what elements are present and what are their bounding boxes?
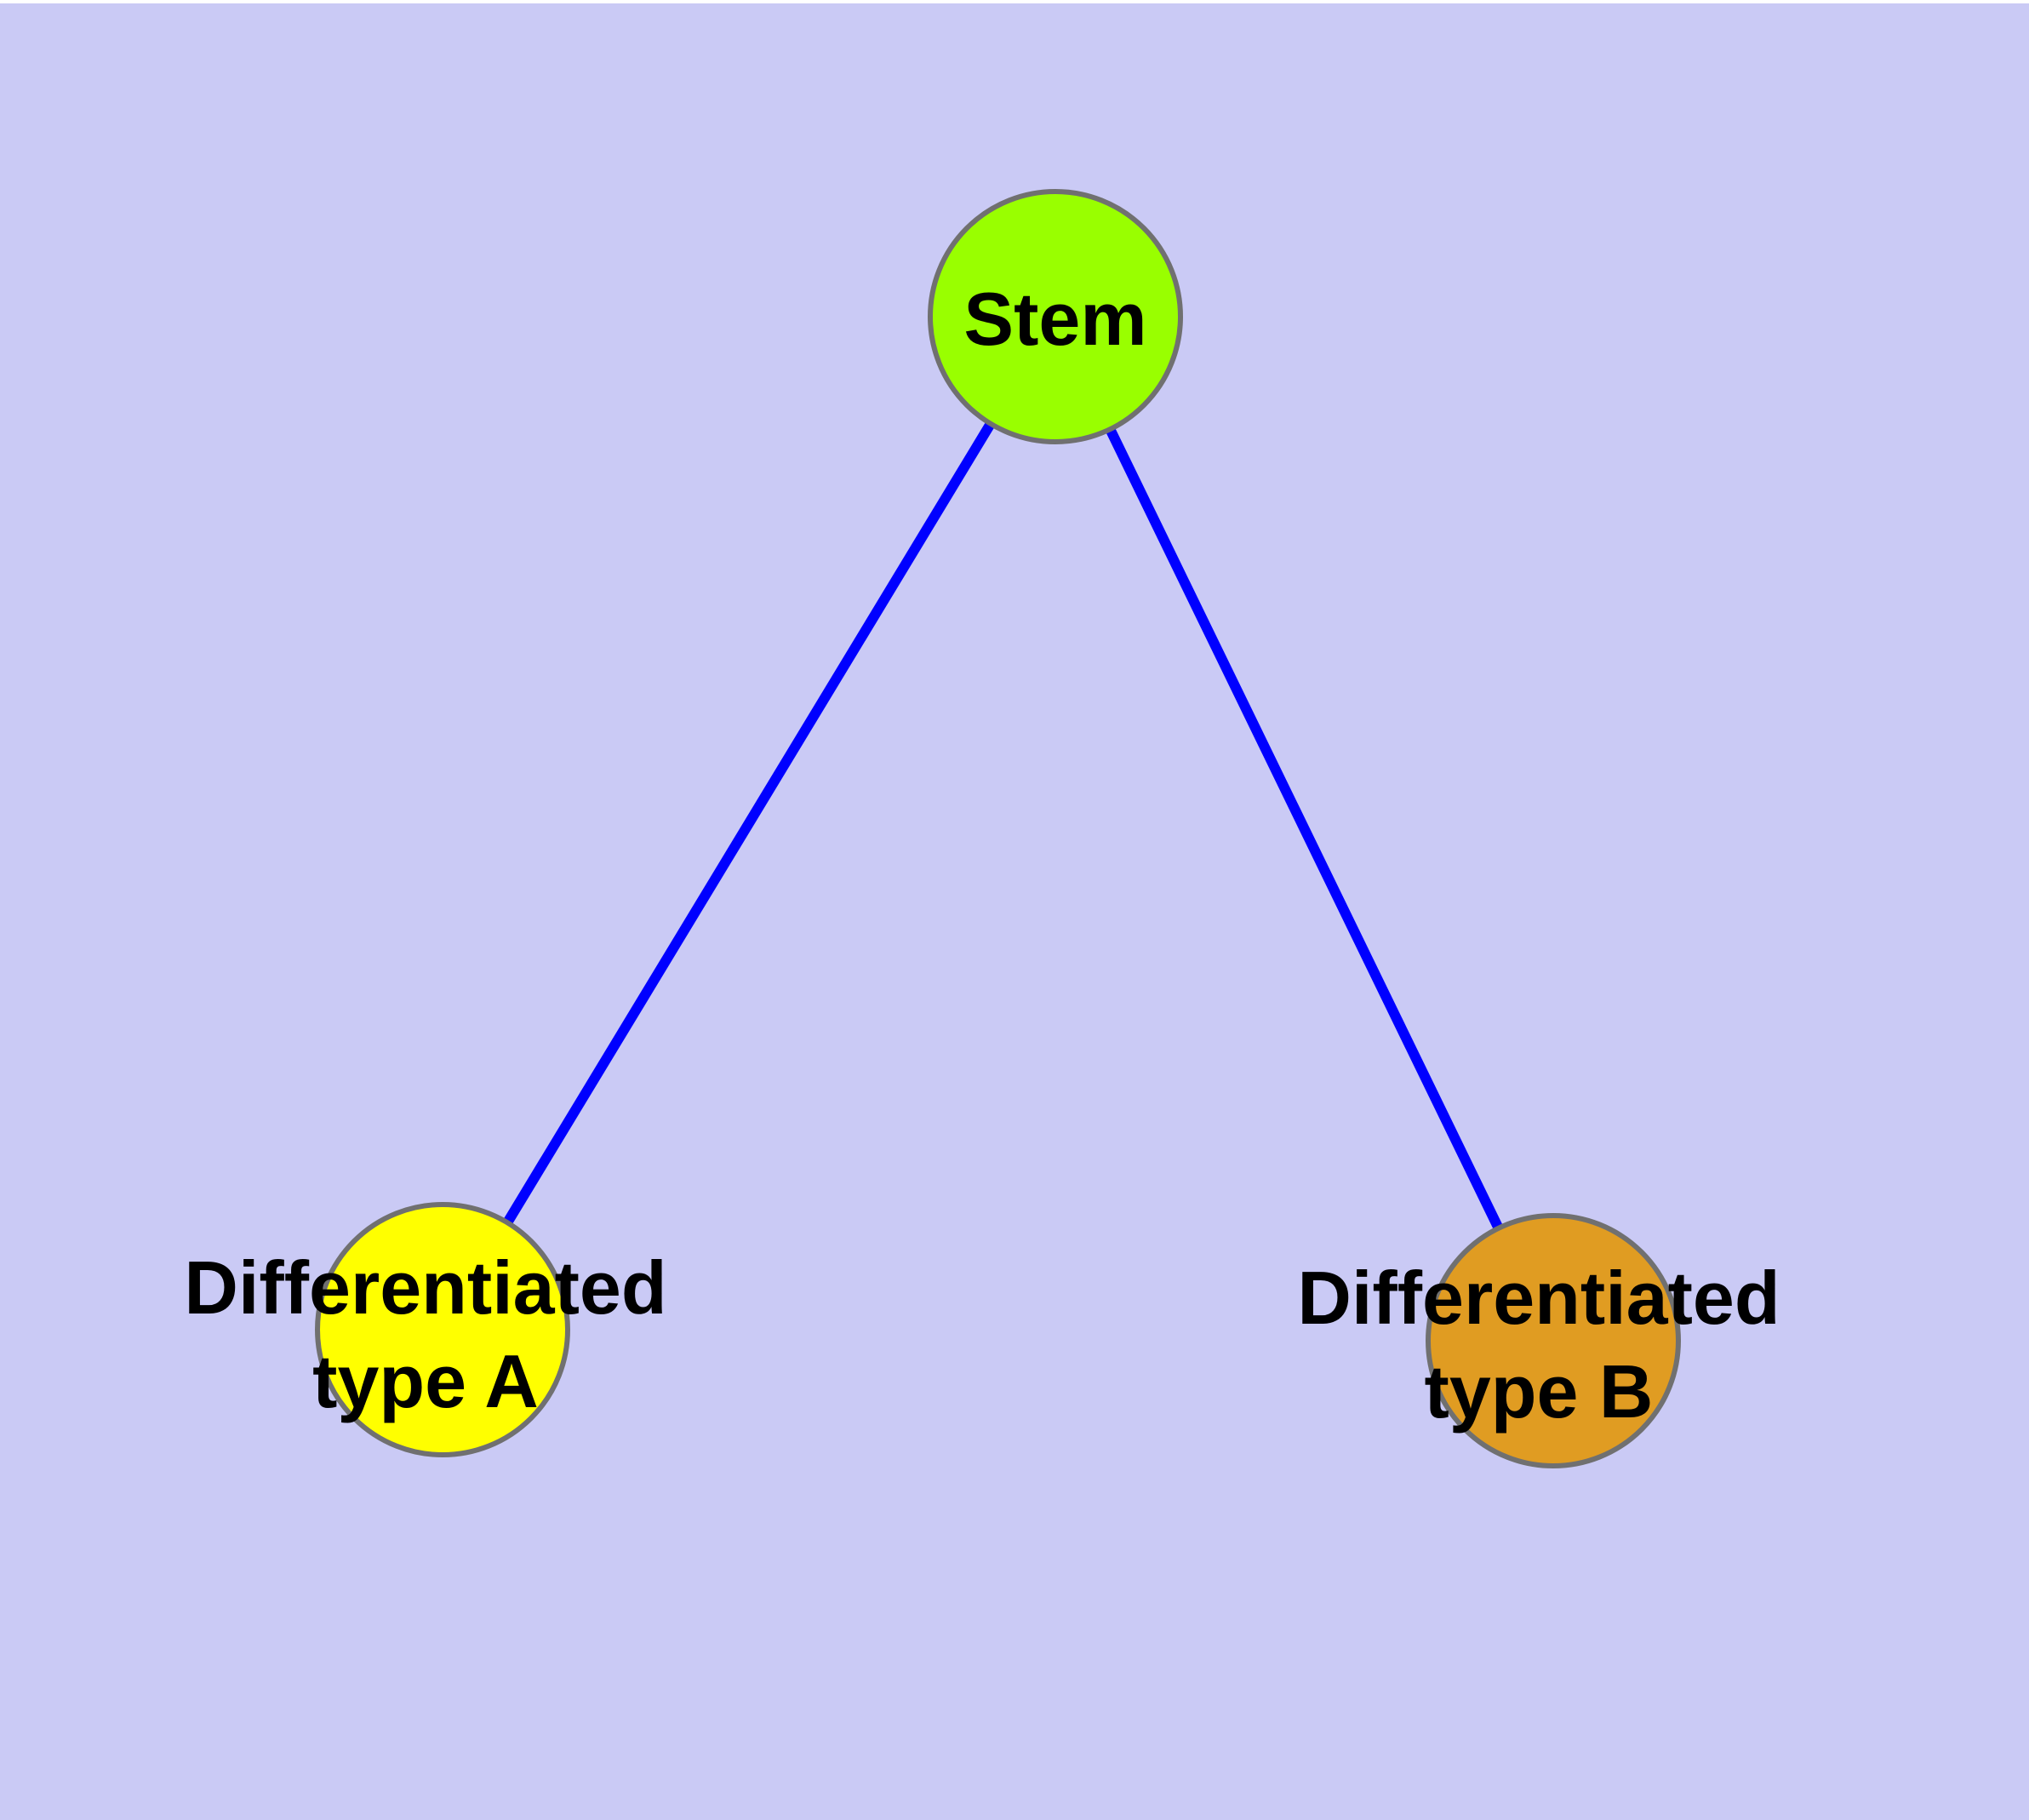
node-type-a-label-line-2: type A [312,1339,539,1423]
node-type-a-label-line-1: Differentiated [184,1245,667,1330]
node-type-b-label-line-2: type B [1424,1349,1654,1434]
node-type-b-label-line-1: Differentiated [1297,1256,1780,1340]
node-type-b-circle [1426,1213,1681,1468]
node-type-a-label: Differentiated type A [184,1241,666,1428]
edge-stem-to-type-b [1050,314,1558,1343]
node-type-b-label: Differentiated type B [1297,1251,1780,1439]
node-stem-circle [928,189,1183,444]
node-stem-label-line-1: Stem [963,277,1147,361]
node-type-a-circle [315,1202,570,1457]
node-stem-label: Stem [963,272,1146,366]
edge-stem-to-type-a [437,313,1060,1333]
top-border-strip [0,0,2029,3]
